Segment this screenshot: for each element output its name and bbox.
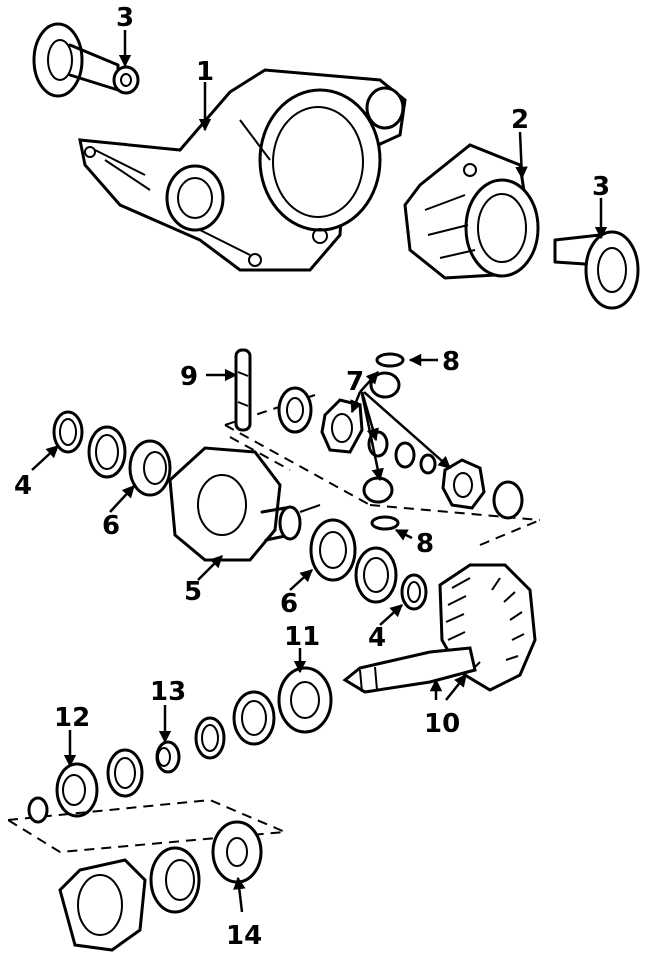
callout-6-left: 6 [102, 511, 120, 541]
differential-case [168, 446, 321, 562]
callout-7: 7 [346, 367, 364, 397]
callout-10: 10 [424, 709, 460, 739]
callout-12: 12 [54, 703, 90, 733]
assembly-group-outline-low [4, 798, 286, 854]
collapsible-spacer [155, 740, 181, 774]
drive-flange-right [553, 230, 640, 310]
callout-3-left: 3 [116, 3, 134, 33]
callout-3-right: 3 [592, 172, 610, 202]
callout-11: 11 [284, 622, 320, 652]
outer-race [106, 748, 144, 798]
pinion-bearing [277, 666, 333, 734]
pinion-seal [149, 846, 201, 914]
drive-flange-left [32, 22, 140, 98]
bearing-race-left [87, 425, 127, 479]
callout-1: 1 [196, 57, 214, 87]
callout-4-right: 4 [368, 623, 386, 653]
differential-cover [403, 143, 540, 280]
leader-lines [31, 30, 608, 913]
outer-pinion-bearing [55, 762, 99, 818]
dust-shield [211, 820, 263, 884]
pinion-nut [27, 796, 49, 824]
spider-gear-set [277, 352, 524, 531]
pinion-race [232, 690, 276, 746]
callout-14: 14 [226, 921, 262, 951]
pinion-shim [194, 716, 226, 760]
bearing-race-right [354, 546, 398, 604]
callout-4-left: 4 [14, 471, 32, 501]
side-bearing-left [128, 439, 172, 497]
assembly-group-outline-mid [224, 394, 541, 546]
ring-and-pinion-gear [342, 563, 537, 694]
callout-5: 5 [184, 577, 202, 607]
callout-13: 13 [150, 677, 186, 707]
callout-labels: 3 1 2 3 8 7 9 4 6 8 5 6 4 11 10 13 12 14 [14, 3, 610, 951]
callout-6-right: 6 [280, 589, 298, 619]
callout-2: 2 [511, 105, 529, 135]
callout-8-top: 8 [442, 347, 460, 377]
differential-carrier-housing [78, 68, 407, 272]
side-seal-left [52, 410, 84, 454]
side-bearing-right [309, 518, 357, 582]
side-seal-right [400, 573, 428, 611]
callout-8-bottom: 8 [416, 529, 434, 559]
pinion-flange [58, 858, 147, 952]
callout-9: 9 [180, 362, 198, 392]
cross-pin [234, 348, 252, 432]
